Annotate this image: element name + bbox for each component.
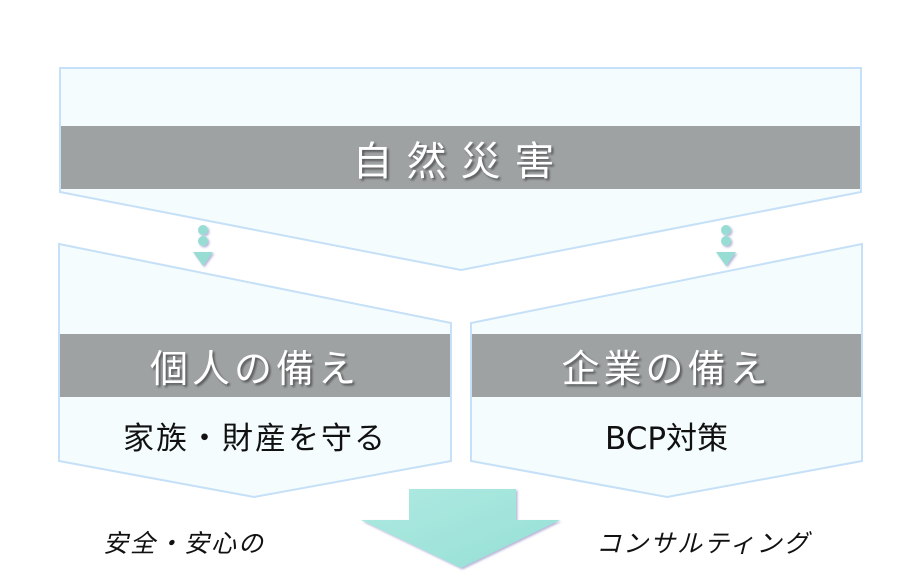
right-title: 企業の備え	[561, 347, 772, 391]
right-subtitle: BCP対策	[604, 420, 729, 457]
top-title: 自然災害	[352, 138, 569, 185]
small-arrow-left-icon	[193, 225, 213, 266]
top-title-band: 自然災害	[61, 126, 860, 189]
footer-caption-right: コンサルティング	[596, 529, 811, 558]
small-arrow-right-icon	[716, 225, 736, 266]
left-subtitle: 家族・財産を守る	[123, 420, 387, 457]
left-title-band: 個人の備え	[60, 334, 450, 397]
left-title: 個人の備え	[149, 347, 360, 391]
footer-caption-left: 安全・安心の	[103, 529, 266, 558]
big-down-arrow-icon	[361, 489, 560, 568]
right-title-band: 企業の備え	[472, 334, 861, 397]
